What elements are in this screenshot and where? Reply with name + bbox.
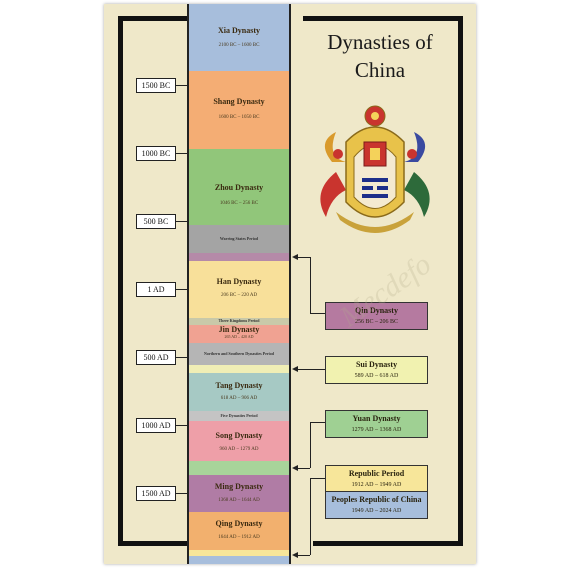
poster: Xia Dynasty 2100 BC – 1600 BC Shang Dyna… xyxy=(104,4,476,564)
arrow-sui xyxy=(296,369,326,370)
band-dates: 265 AD – 420 AD xyxy=(224,334,254,339)
year-marker: 1 AD xyxy=(136,282,176,297)
year-tick xyxy=(175,357,187,358)
national-emblem-icon xyxy=(320,105,430,233)
side-box-dates: 589 AD – 618 AD xyxy=(354,373,399,379)
arrow-head-icon xyxy=(292,254,298,260)
arrow-republic-to-box xyxy=(310,478,326,479)
arrow-head-icon xyxy=(292,366,298,372)
band-han: Han Dynasty 206 BC – 220 AD xyxy=(189,261,289,318)
band-name: Shang Dynasty xyxy=(213,97,265,106)
year-marker: 1000 AD xyxy=(136,418,176,433)
band-zhou: Zhou Dynasty 1046 BC – 256 BC xyxy=(189,149,289,225)
band-dates: 2100 BC – 1600 BC xyxy=(218,43,260,48)
band-shang: Shang Dynasty 1600 BC – 1050 BC xyxy=(189,71,289,149)
band-dates: 618 AD – 906 AD xyxy=(220,396,258,401)
arrow-qin-vertical xyxy=(310,257,311,313)
side-box-dates: 1279 AD – 1368 AD xyxy=(351,427,402,433)
side-box-republic: Republic Period 1912 AD – 1949 AD xyxy=(325,465,428,492)
year-tick xyxy=(175,425,187,426)
side-box-name: Peoples Republic of China xyxy=(331,495,422,504)
arrow-head-icon xyxy=(292,465,298,471)
side-box-yuan: Yuan Dynasty 1279 AD – 1368 AD xyxy=(325,410,428,438)
arrow-yuan-vertical xyxy=(310,422,311,468)
band-ming: Ming Dynasty 1368 AD – 1644 AD xyxy=(189,475,289,512)
band-dates: 1600 BC – 1050 BC xyxy=(218,115,260,120)
side-box-sui: Sui Dynasty 589 AD – 618 AD xyxy=(325,356,428,384)
right-frame-bottom xyxy=(313,541,463,546)
year-marker: 1000 BC xyxy=(136,146,176,161)
side-box-name: Republic Period xyxy=(348,469,405,478)
arrow-head-icon xyxy=(292,552,298,558)
arrow-republic-horizontal xyxy=(296,555,310,556)
year-tick xyxy=(175,153,187,154)
band-name: Han Dynasty xyxy=(216,277,262,286)
left-frame-side xyxy=(118,16,123,546)
band-warring-states: Warring States Period xyxy=(189,225,289,253)
side-box-dates: 1949 AD – 2024 AD xyxy=(351,508,402,514)
year-tick xyxy=(175,289,187,290)
timeline-column: Xia Dynasty 2100 BC – 1600 BC Shang Dyna… xyxy=(187,4,291,564)
side-box-name: Qin Dynasty xyxy=(355,306,398,315)
year-tick xyxy=(175,221,187,222)
arrow-qin-to-box xyxy=(310,313,326,314)
arrow-qin-horizontal xyxy=(296,257,310,258)
band-dates: 206 BC – 220 AD xyxy=(220,293,258,298)
band-dates: 1368 AD – 1644 AD xyxy=(218,498,260,503)
band-northern-southern: Northern and Southern Dynasties Period xyxy=(189,343,289,365)
band-dates: 960 AD – 1279 AD xyxy=(219,447,259,452)
band-dates: 1046 BC – 256 BC xyxy=(219,201,259,206)
band-three-kingdoms: Three Kingdoms Period xyxy=(189,318,289,325)
arrow-republic-vertical xyxy=(310,478,311,555)
band-tang: Tang Dynasty 618 AD – 906 AD xyxy=(189,373,289,411)
band-gap-1 xyxy=(189,253,289,261)
right-frame-side xyxy=(458,16,463,546)
band-name: Xia Dynasty xyxy=(217,26,260,35)
band-prc xyxy=(189,556,289,564)
left-frame-bottom xyxy=(118,541,187,546)
band-republic xyxy=(189,550,289,556)
side-box-qin: Qin Dynasty 256 BC – 206 BC xyxy=(325,302,428,330)
band-yuan xyxy=(189,461,289,475)
band-dates: 1644 AD – 1912 AD xyxy=(218,535,260,540)
band-name: Tang Dynasty xyxy=(215,381,263,390)
year-tick xyxy=(175,85,187,86)
year-marker: 1500 BC xyxy=(136,78,176,93)
side-box-name: Yuan Dynasty xyxy=(352,414,401,423)
side-box-dates: 1912 AD – 1949 AD xyxy=(351,482,402,488)
year-marker: 1500 AD xyxy=(136,486,176,501)
year-marker: 500 BC xyxy=(136,214,176,229)
band-name: Ming Dynasty xyxy=(214,482,264,491)
band-label: Northern and Southern Dynasties Period xyxy=(203,351,274,356)
arrow-yuan-horizontal xyxy=(296,468,310,469)
band-jin: Jin Dynasty 265 AD – 420 AD xyxy=(189,325,289,343)
band-xia: Xia Dynasty 2100 BC – 1600 BC xyxy=(189,4,289,71)
band-song: Song Dynasty 960 AD – 1279 AD xyxy=(189,421,289,461)
band-label: Three Kingdoms Period xyxy=(218,318,260,323)
left-frame-top xyxy=(118,16,187,21)
band-label: Warring States Period xyxy=(219,236,259,241)
side-box-name: Sui Dynasty xyxy=(355,360,398,369)
band-name: Song Dynasty xyxy=(215,431,263,440)
year-tick xyxy=(175,493,187,494)
band-five-dynasties: Five Dynasties Period xyxy=(189,411,289,421)
band-name: Jin Dynasty xyxy=(218,325,260,334)
arrow-yuan-to-box xyxy=(310,422,326,423)
band-qing: Qing Dynasty 1644 AD – 1912 AD xyxy=(189,512,289,550)
right-frame-top xyxy=(303,16,463,21)
year-marker: 500 AD xyxy=(136,350,176,365)
side-box-prc: Peoples Republic of China 1949 AD – 2024… xyxy=(325,491,428,519)
band-name: Qing Dynasty xyxy=(215,519,263,528)
side-box-dates: 256 BC – 206 BC xyxy=(354,319,398,325)
band-name: Zhou Dynasty xyxy=(214,183,264,192)
band-label: Five Dynasties Period xyxy=(220,413,258,418)
band-sui xyxy=(189,365,289,373)
